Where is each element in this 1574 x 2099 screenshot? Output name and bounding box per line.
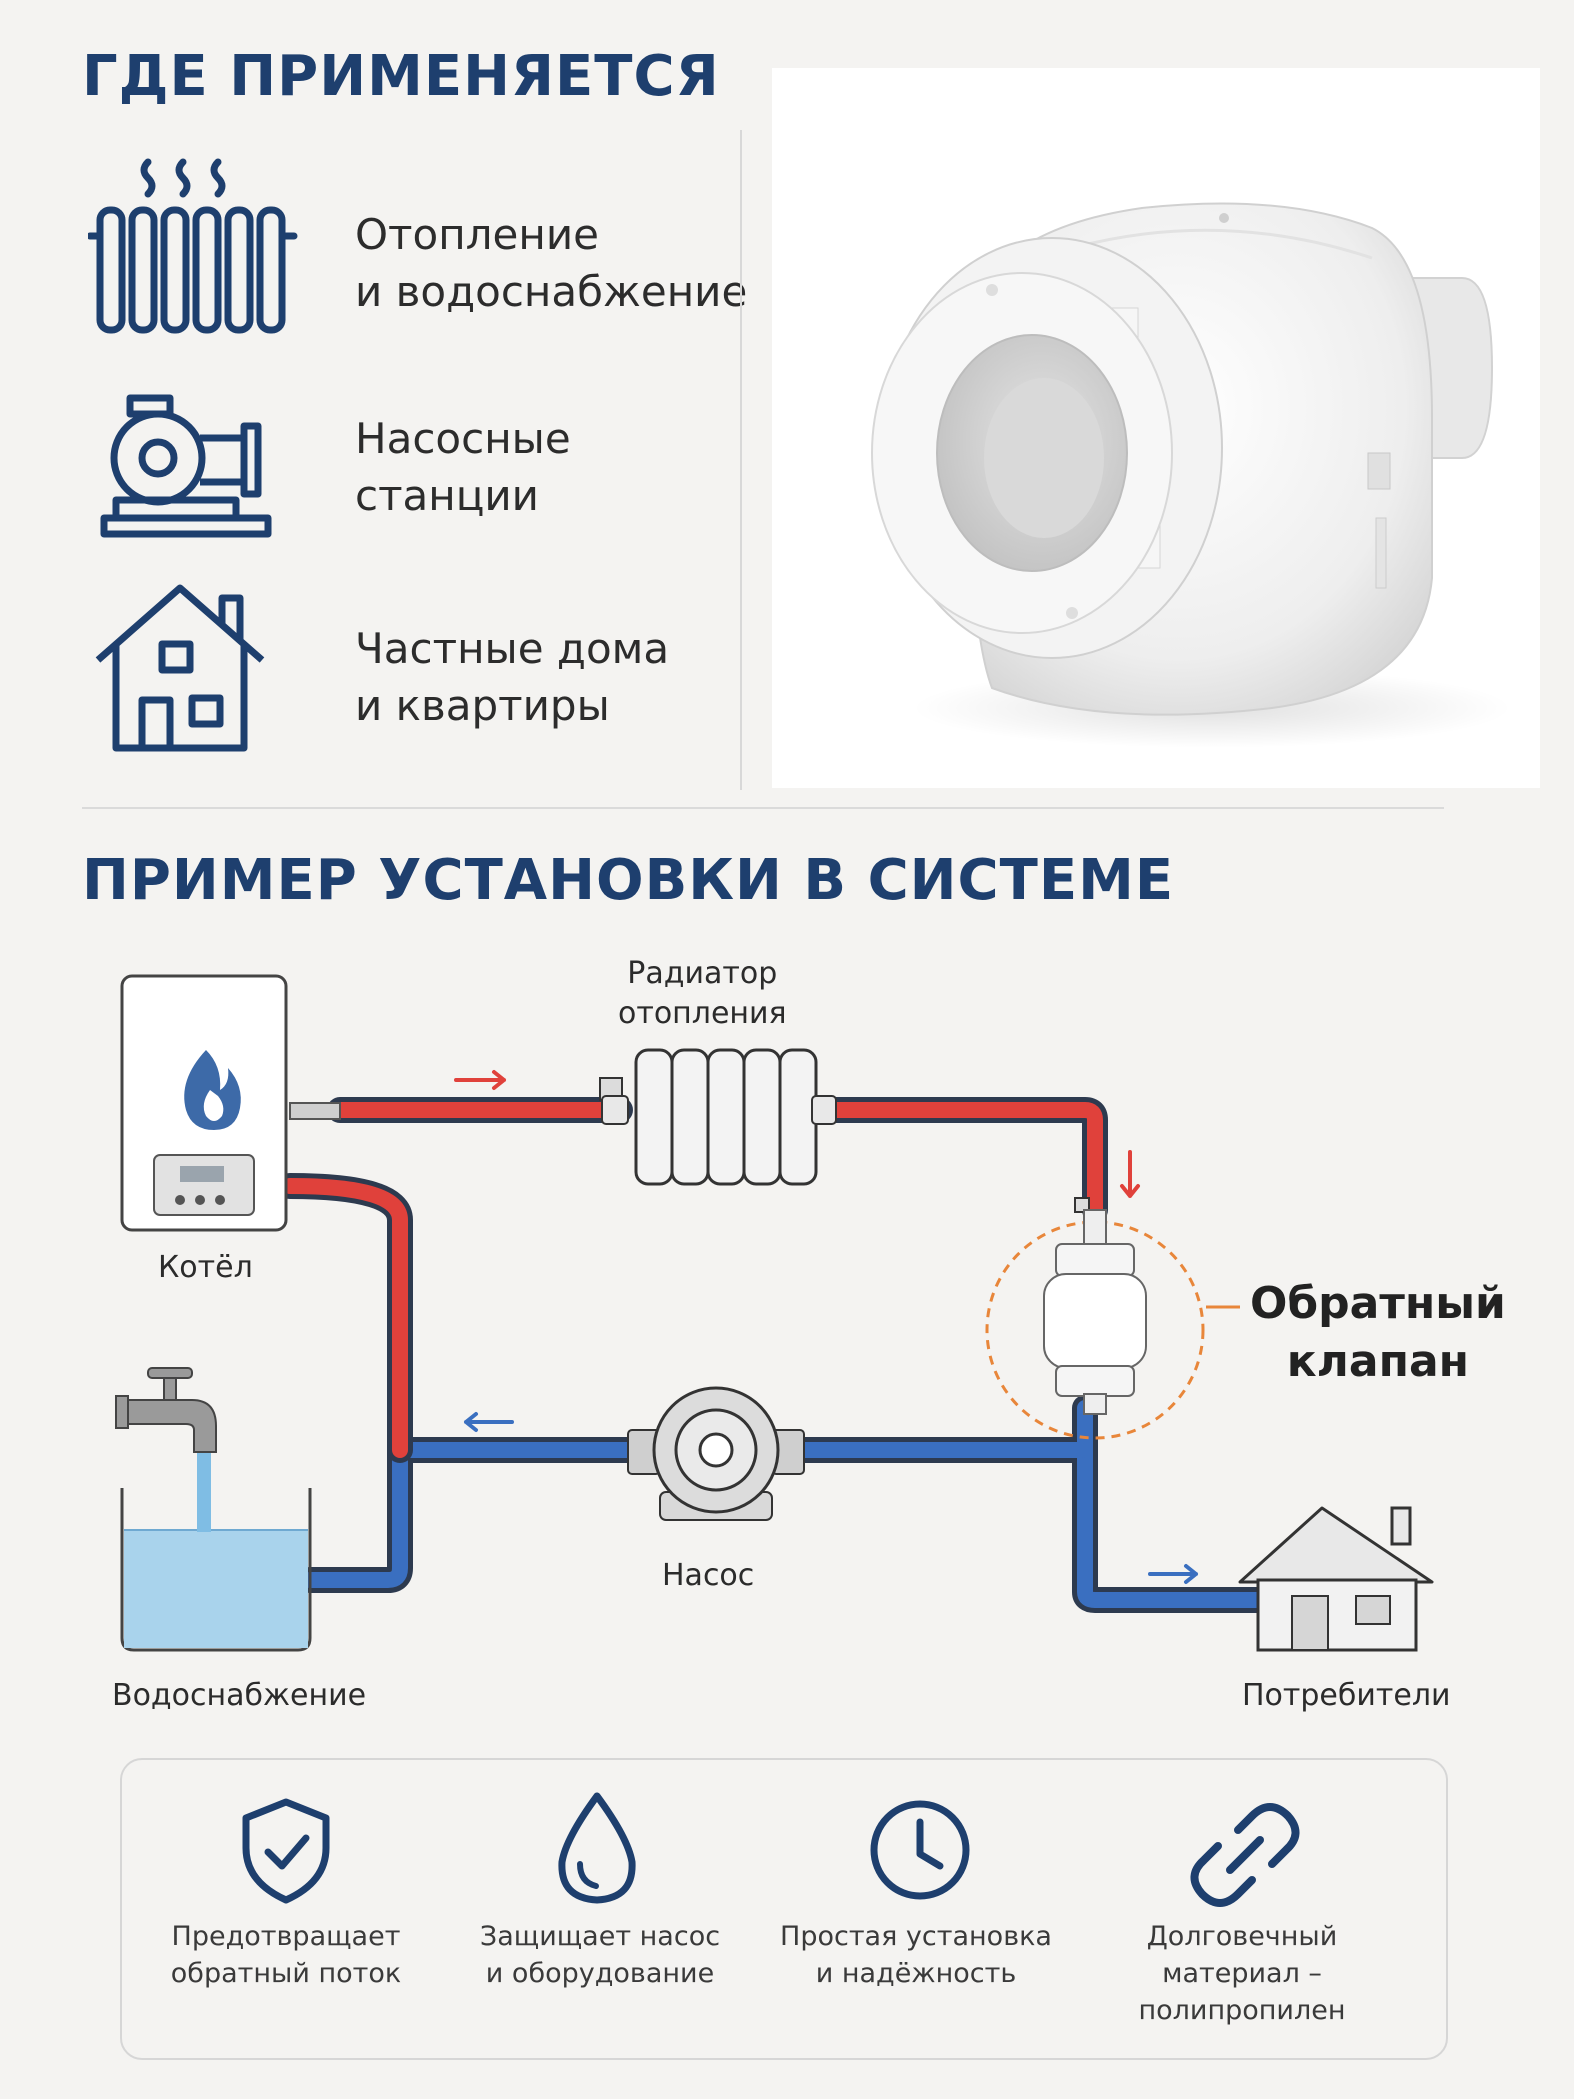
feature-4-line3: полипропилен: [1138, 1995, 1346, 2026]
radiator-label-line1: Радиатор: [627, 956, 778, 991]
horizontal-divider: [82, 807, 1444, 809]
water-supply-label: Водоснабжение: [112, 1678, 367, 1713]
use-item-pumps-line1: Насосные: [355, 414, 571, 463]
clock-icon: [870, 1800, 970, 1900]
use-item-heating-line1: Отопление: [355, 210, 599, 259]
feature-protects-pump: Защищает насос и оборудование: [450, 1918, 750, 1992]
water-drop-icon: [558, 1792, 636, 1904]
pump-icon: [100, 394, 272, 538]
use-item-homes-line1: Частные дома: [355, 624, 670, 673]
use-item-pumps: Насосные станции: [355, 410, 571, 524]
feature-2-line2: и оборудование: [485, 1958, 715, 1989]
check-valve: [985, 1197, 1240, 1440]
hot-pipes: [277, 1097, 1108, 1463]
vertical-divider: [740, 130, 742, 790]
feature-prevents-backflow: Предотвращает обратный поток: [136, 1918, 436, 1992]
feature-2-line1: Защищает насос: [479, 1921, 721, 1952]
flow-arrows: [454, 1070, 1198, 1584]
check-valve-label-line2: клапан: [1286, 1336, 1470, 1387]
installation-diagram: [115, 974, 1434, 1652]
feature-4-line1: Долговечный: [1146, 1921, 1338, 1952]
chain-link-icon: [1190, 1803, 1300, 1907]
water-tank: [120, 1450, 312, 1652]
feature-easy-install: Простая установка и надёжность: [766, 1918, 1066, 1992]
consumers-label: Потребители: [1242, 1678, 1451, 1713]
use-item-pumps-line2: станции: [355, 471, 539, 520]
feature-3-line2: и надёжность: [815, 1958, 1017, 1989]
faucet-icon: [115, 1367, 217, 1453]
feature-durable-material: Долговечный материал – полипропилен: [1092, 1918, 1392, 2029]
radiator-label-line2: отопления: [618, 996, 787, 1031]
feature-4-line2: материал –: [1162, 1958, 1322, 1989]
pump-label: Насос: [662, 1558, 755, 1593]
use-item-heating: Отопление и водоснабжение: [355, 206, 747, 320]
feature-3-line1: Простая установка: [780, 1921, 1052, 1952]
where-used-heading: ГДЕ ПРИМЕНЯЕТСЯ: [82, 44, 720, 109]
use-item-heating-line2: и водоснабжение: [355, 267, 748, 316]
product-photo: [772, 68, 1540, 788]
check-valve-label: Обратный клапан: [1250, 1275, 1506, 1391]
use-item-homes: Частные дома и квартиры: [355, 620, 669, 734]
check-valve-illustration: [871, 202, 1512, 748]
house-icon: [95, 584, 265, 752]
boiler-label: Котёл: [158, 1250, 253, 1285]
check-valve-label-line1: Обратный: [1250, 1278, 1506, 1329]
feature-1-line1: Предотвращает: [171, 1921, 401, 1952]
flame-icon: [184, 1050, 241, 1130]
radiator-icon: [88, 158, 298, 334]
feature-1-line2: обратный поток: [170, 1958, 402, 1989]
radiator-label: Радиатор отопления: [618, 954, 787, 1034]
boiler: [120, 974, 341, 1232]
consumer-house: [1238, 1506, 1434, 1652]
installation-heading: ПРИМЕР УСТАНОВКИ В СИСТЕМЕ: [82, 848, 1175, 913]
heating-radiator: [599, 1048, 837, 1186]
features-panel: [120, 1758, 1448, 2060]
shield-check-icon: [242, 1798, 330, 1904]
use-item-homes-line2: и квартиры: [355, 681, 610, 730]
pump: [627, 1386, 805, 1521]
